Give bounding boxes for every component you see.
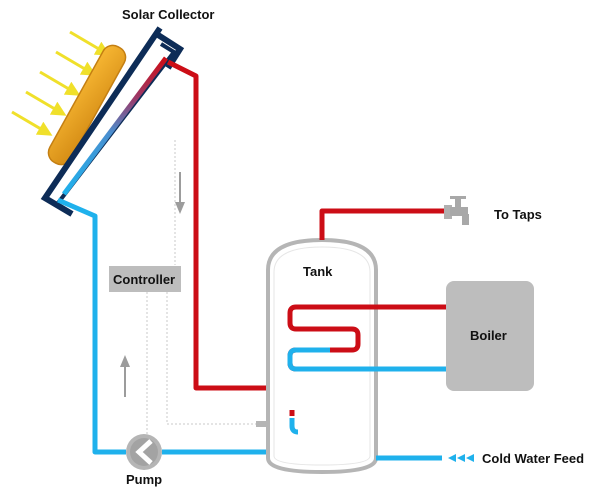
solar-coil-cold — [289, 418, 299, 435]
pump-label: Pump — [126, 472, 162, 487]
tap-icon — [444, 196, 469, 225]
tank — [266, 237, 378, 475]
cold-feed-arrow-icon — [448, 454, 474, 462]
tank-inner — [273, 246, 371, 466]
controller — [109, 266, 181, 292]
boiler-cold-segment — [287, 347, 446, 372]
solar-panel — [47, 44, 127, 166]
sun-rays — [11, 30, 111, 136]
sun-ray-arrow — [11, 110, 53, 136]
sun-ray-arrow — [39, 70, 81, 96]
flow-arrow-icon — [175, 172, 185, 214]
hot-outlet-pipe — [319, 208, 444, 240]
tank-sensor — [256, 421, 268, 427]
boiler — [446, 281, 534, 391]
pump-icon — [126, 434, 162, 470]
controller-sensor-line — [146, 140, 256, 440]
sun-ray-arrow — [55, 50, 97, 76]
sun-ray-arrow — [25, 90, 67, 116]
cold-water-feed-label: Cold Water Feed — [482, 451, 584, 466]
solar-collector-label: Solar Collector — [122, 7, 214, 22]
controller-label: Controller — [113, 272, 175, 287]
boiler-label: Boiler — [470, 328, 507, 343]
flow-arrow-icon — [120, 355, 130, 397]
sun-ray-arrow — [69, 30, 111, 56]
to-taps-label: To Taps — [494, 207, 542, 222]
tank-label: Tank — [303, 264, 333, 279]
cold-return-pipe — [57, 197, 126, 455]
collector-riser — [62, 56, 168, 196]
